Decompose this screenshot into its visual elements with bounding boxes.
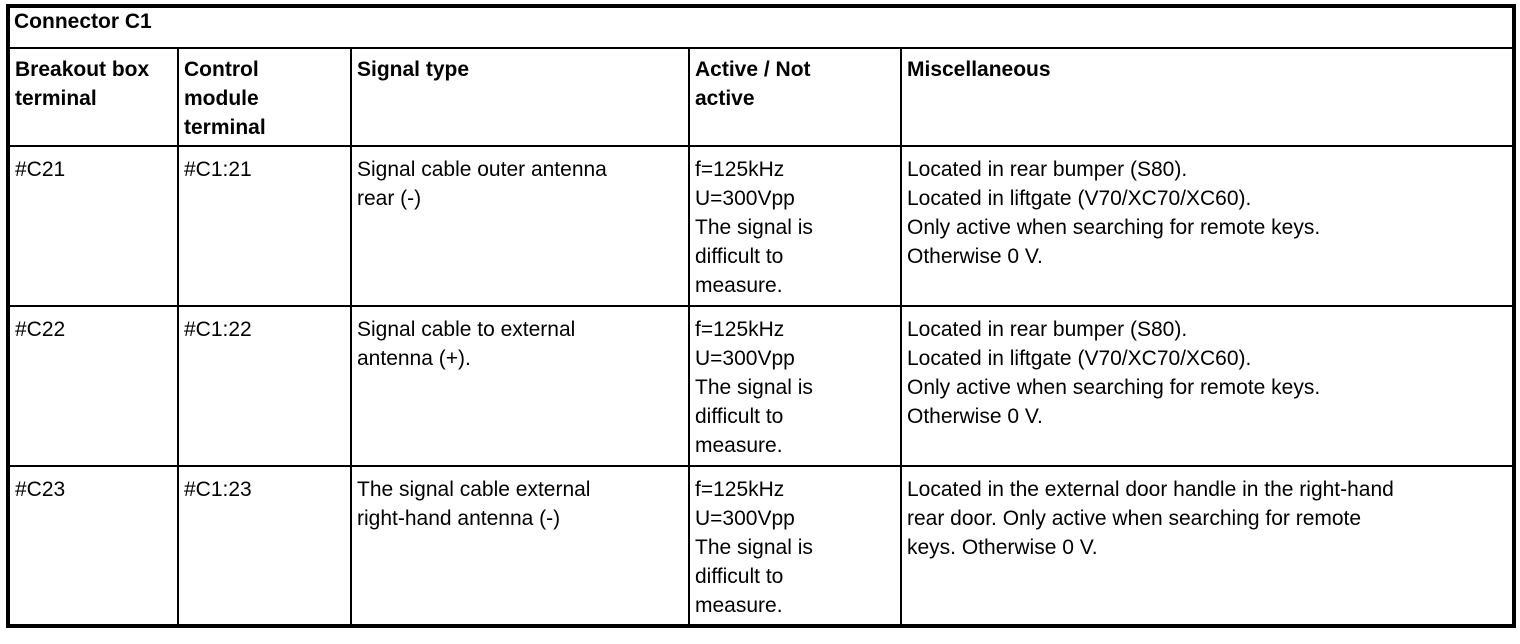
cell-signal-type: The signal cable external right-hand ant… [350,465,690,627]
column-header-miscellaneous: Miscellaneous [900,47,1515,147]
cell-control-module-terminal: #C1:21 [177,145,352,307]
cell-active-not-active: f=125kHz U=300Vpp The signal is difficul… [688,465,902,627]
cell-control-module-terminal: #C1:22 [177,305,352,467]
table-title-row: Connector C1 [7,5,1515,49]
cell-breakout-box-terminal: #C23 [7,465,179,627]
cell-breakout-box-terminal: #C22 [7,305,179,467]
cell-miscellaneous: Located in the external door handle in t… [900,465,1515,627]
cell-miscellaneous: Located in rear bumper (S80). Located in… [900,145,1515,307]
column-header-breakout-box-terminal: Breakout box terminal [7,47,179,147]
table-row-c21: #C21 #C1:21 Signal cable outer antenna r… [7,145,1515,307]
table-row-c23: #C23 #C1:23 The signal cable external ri… [7,465,1515,627]
cell-active-not-active: f=125kHz U=300Vpp The signal is difficul… [688,305,902,467]
cell-active-not-active: f=125kHz U=300Vpp The signal is difficul… [688,145,902,307]
column-header-active-not-active: Active / Not active [688,47,902,147]
column-header-control-module-terminal: Control module terminal [177,47,352,147]
table-title: Connector C1 [7,5,1515,49]
cell-control-module-terminal: #C1:23 [177,465,352,627]
cell-signal-type: Signal cable to external antenna (+). [350,305,690,467]
table-header-row: Breakout box terminal Control module ter… [7,47,1515,147]
cell-breakout-box-terminal: #C21 [7,145,179,307]
cell-miscellaneous: Located in rear bumper (S80). Located in… [900,305,1515,467]
table-row-c22: #C22 #C1:22 Signal cable to external ant… [7,305,1515,467]
connector-c1-table: Connector C1 Breakout box terminal Contr… [6,4,1516,628]
cell-signal-type: Signal cable outer antenna rear (-) [350,145,690,307]
column-header-signal-type: Signal type [350,47,690,147]
